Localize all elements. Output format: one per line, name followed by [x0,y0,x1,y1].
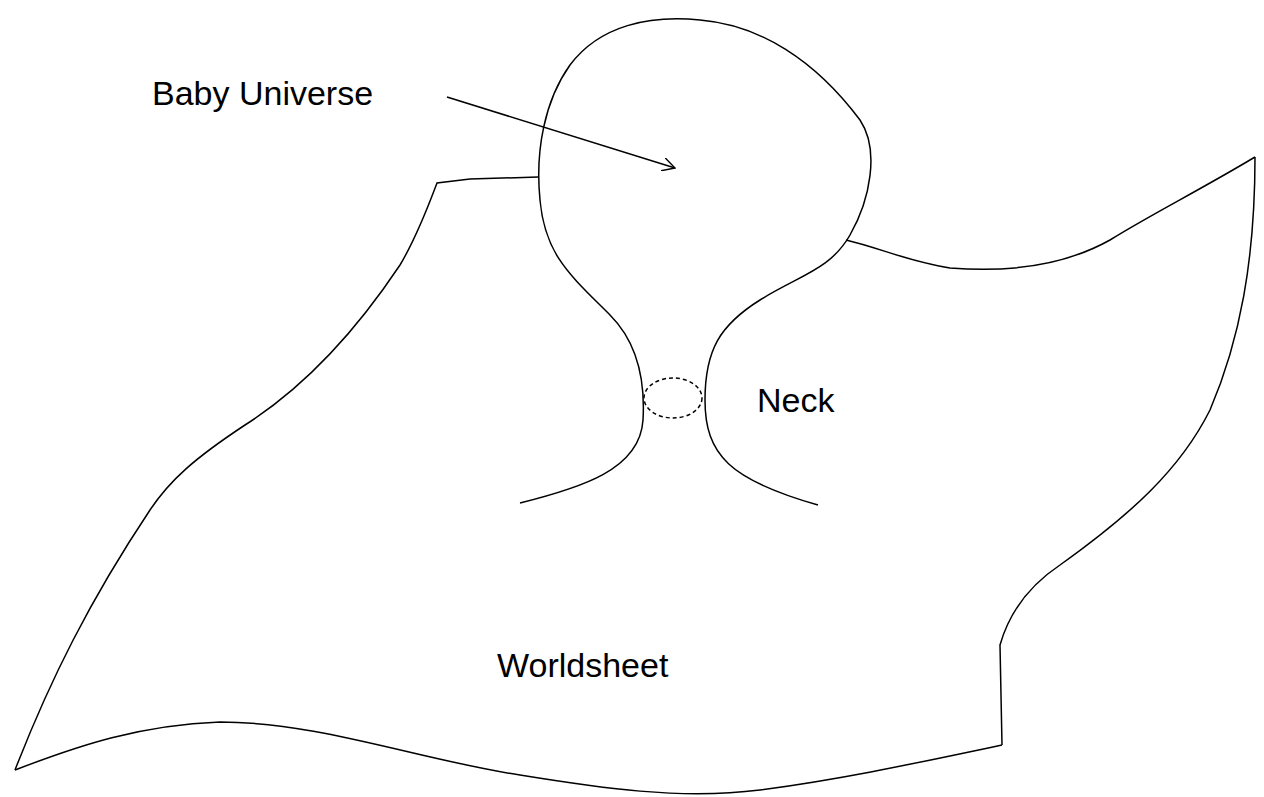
figure-label: Baby Universe [152,76,373,110]
worldsheet-edge [846,157,1255,269]
worldsheet-edge [15,177,538,770]
worldsheet-edge [15,722,1002,794]
leader-arrow [447,97,675,168]
figure-label: Neck [757,383,834,417]
figure-label: Worldsheet [497,648,668,682]
neck-cross-section [644,378,702,418]
worldsheet-edge [1000,157,1255,745]
baby-universe-outline [520,19,871,505]
